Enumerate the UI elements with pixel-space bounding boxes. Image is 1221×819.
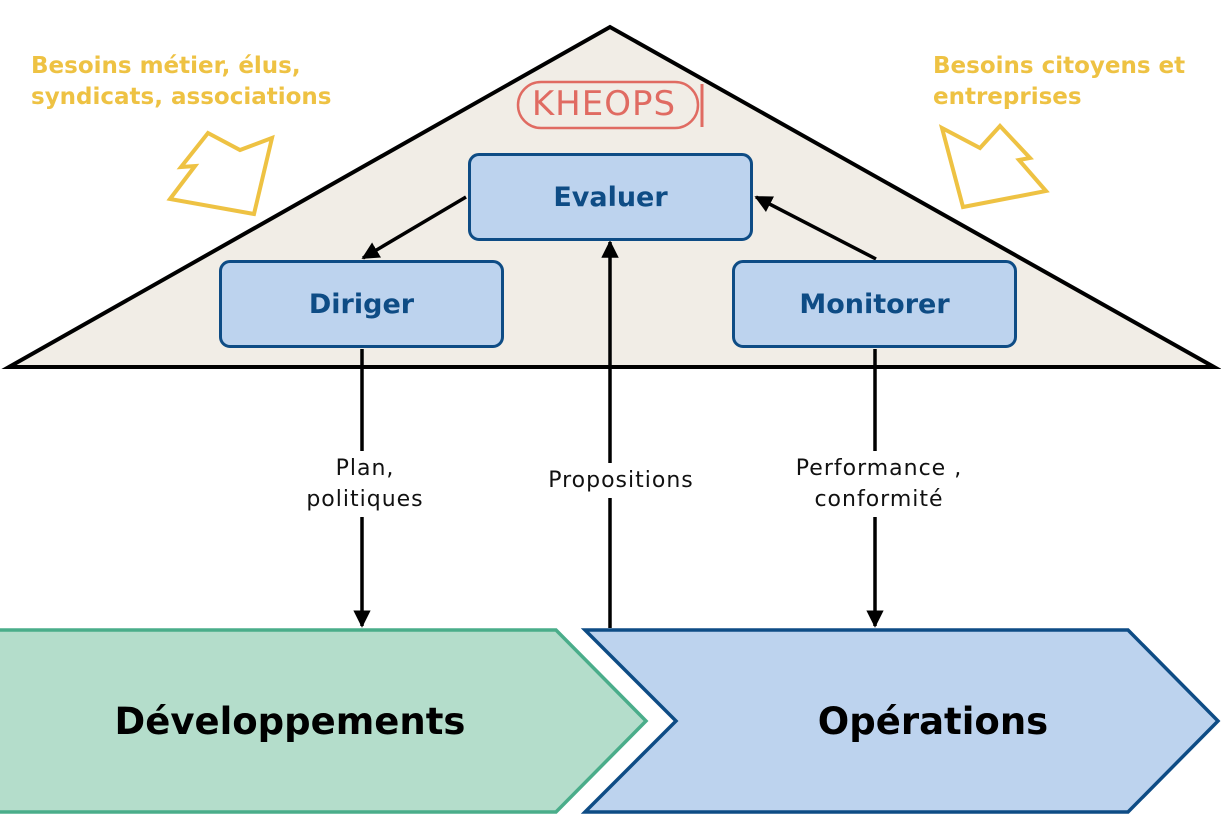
kheops-logo-frame bbox=[516, 80, 700, 130]
evaluer-box: Evaluer bbox=[468, 153, 753, 241]
developpements-chevron bbox=[0, 628, 649, 814]
propositions-label: Propositions bbox=[528, 463, 714, 498]
diriger-box: Diriger bbox=[219, 260, 504, 348]
operations-label: Opérations bbox=[817, 700, 1049, 743]
arrow-monitorer-to-evaluer bbox=[754, 195, 877, 261]
monitorer-box: Monitorer bbox=[732, 260, 1017, 348]
needs-left-label: Besoins métier, élus, syndicats, associa… bbox=[31, 53, 332, 110]
diriger-label: Diriger bbox=[308, 288, 415, 320]
evaluer-label: Evaluer bbox=[553, 181, 668, 213]
left-need-arrow-icon bbox=[166, 130, 275, 217]
needs-right-label: Besoins citoyens et entreprises bbox=[933, 53, 1186, 110]
developpements-label: Développements bbox=[114, 700, 466, 743]
plan-politiques-label: Plan, politiques bbox=[286, 451, 444, 517]
monitorer-label: Monitorer bbox=[799, 288, 950, 320]
operations-chevron bbox=[580, 628, 1221, 814]
kheops-logo-text: KHEOPS bbox=[531, 84, 677, 124]
right-need-arrow-icon bbox=[938, 123, 1050, 210]
performance-conformite-label: Performance , conformité bbox=[775, 451, 983, 517]
arrow-evaluer-to-diriger bbox=[361, 195, 467, 260]
